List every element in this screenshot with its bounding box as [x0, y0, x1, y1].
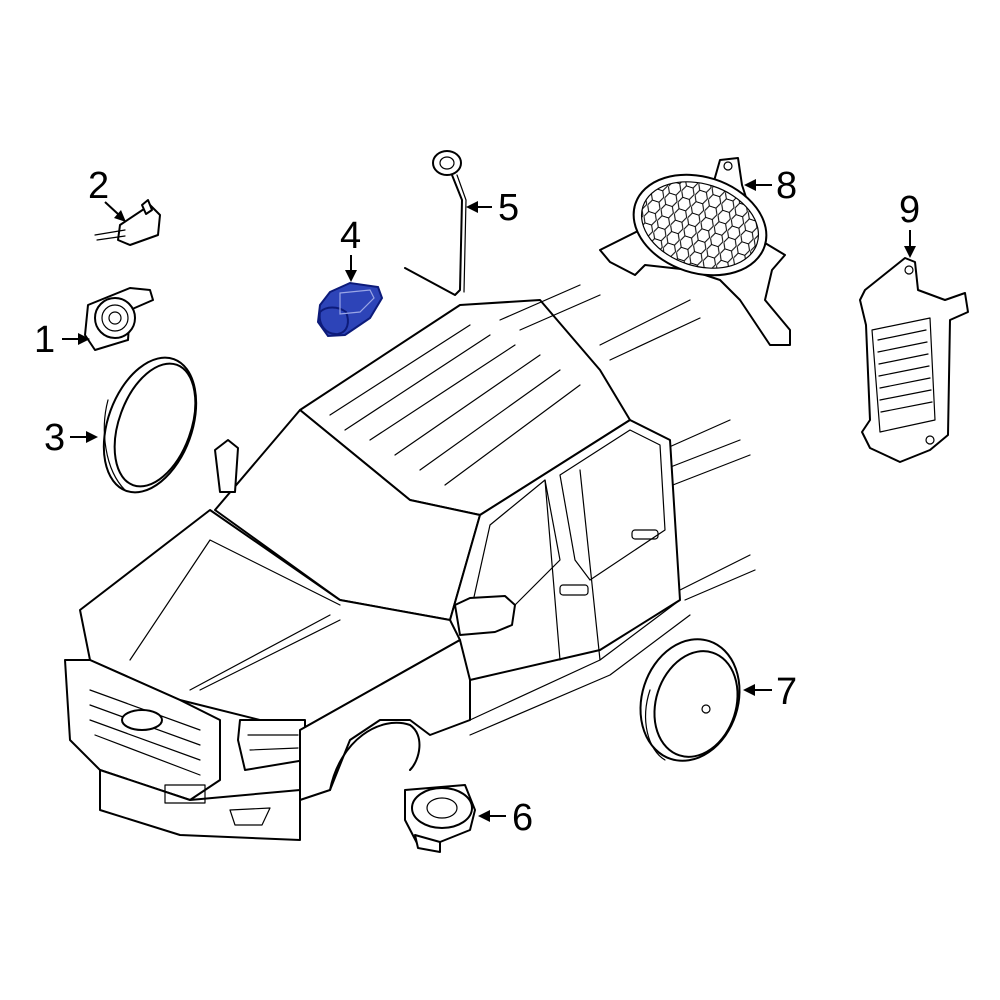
- pickup-truck-illustration: [64, 284, 756, 841]
- callout-6: 6: [478, 797, 533, 839]
- callout-4: 4: [340, 215, 361, 282]
- part-8-subwoofer-bracket[interactable]: [599, 157, 791, 346]
- callout-label-8: 8: [776, 165, 797, 207]
- arrow-head-4: [345, 270, 357, 282]
- arrow-head-3: [86, 431, 98, 443]
- part-1-tweeter-bracket[interactable]: [84, 287, 154, 351]
- callout-label-4: 4: [340, 215, 361, 257]
- callout-label-9: 9: [899, 189, 920, 231]
- part-5-antenna-cable[interactable]: [404, 150, 467, 296]
- arrow-head-1: [78, 333, 90, 345]
- arrow-head-9: [904, 246, 916, 258]
- callout-7: 7: [743, 671, 797, 713]
- arrow-head-2: [114, 210, 126, 222]
- arrow-head-7: [743, 684, 755, 696]
- arrow-head-6: [478, 810, 490, 822]
- callout-label-7: 7: [776, 671, 797, 713]
- part-7-large-speaker[interactable]: [625, 626, 755, 774]
- callout-label-2: 2: [88, 165, 109, 207]
- part-3-door-speaker[interactable]: [87, 345, 214, 505]
- callout-label-1: 1: [34, 319, 55, 361]
- part-6-small-speaker[interactable]: [404, 784, 476, 853]
- part-2-connector[interactable]: [94, 199, 161, 246]
- part-9-amplifier-module[interactable]: [859, 257, 969, 463]
- callout-3: 3: [44, 417, 98, 459]
- callout-5: 5: [466, 187, 519, 229]
- callout-label-5: 5: [498, 187, 519, 229]
- callout-8: 8: [744, 165, 797, 207]
- part-4-microphone[interactable]: [316, 281, 384, 338]
- arrow-head-5: [466, 201, 478, 213]
- callout-label-6: 6: [512, 797, 533, 839]
- callout-label-3: 3: [44, 417, 65, 459]
- callout-9: 9: [899, 189, 920, 258]
- callout-1: 1: [34, 319, 90, 361]
- callout-2: 2: [88, 165, 126, 222]
- arrow-head-8: [744, 179, 756, 191]
